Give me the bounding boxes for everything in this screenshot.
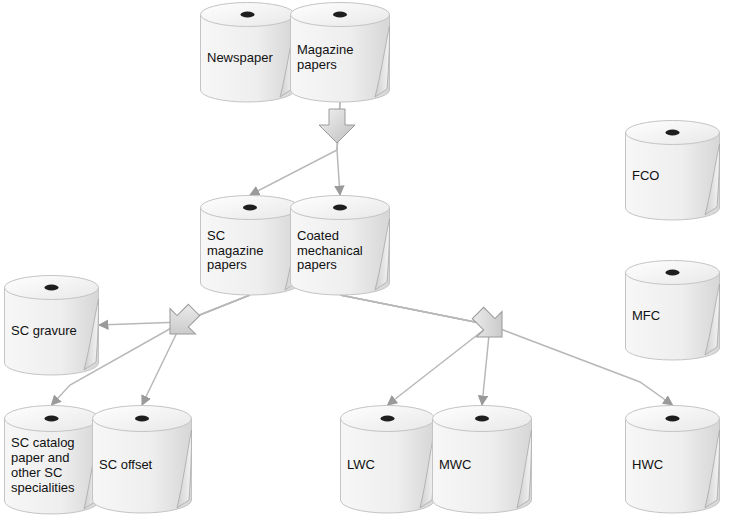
roll-top: [5, 406, 99, 432]
flow-connector: [340, 295, 673, 405]
roll-top: [291, 3, 390, 27]
paper-roll: SC magazine papers: [200, 195, 300, 295]
paper-roll: FCO: [625, 120, 720, 220]
roll-body: [626, 272, 720, 360]
roll-label: HWC: [632, 458, 701, 473]
block-arrow: [319, 109, 355, 143]
paper-roll: SC catalog paper and other SC specialiti…: [4, 405, 99, 514]
roll-core: [45, 285, 59, 291]
roll-label: SC gravure: [11, 324, 80, 339]
page-curl: [705, 144, 720, 215]
roll-top: [433, 406, 532, 432]
roll-core: [381, 416, 395, 422]
roll-label: Newspaper: [207, 51, 276, 66]
roll-label: SC catalog paper and other SC specialiti…: [11, 436, 80, 496]
roll-label-box: MFC: [632, 287, 701, 345]
roll-core: [475, 416, 489, 422]
roll-body: [291, 14, 390, 102]
roll-body: [433, 418, 532, 513]
roll-label-box: MWC: [439, 434, 513, 497]
roll-label-box: Magazine papers: [297, 29, 371, 87]
roll-label: Magazine papers: [297, 43, 371, 73]
page-curl: [375, 26, 390, 97]
roll-label-box: Newspaper: [207, 29, 276, 87]
paper-roll: MFC: [625, 260, 720, 360]
block-arrow-shape: [157, 297, 206, 346]
roll-label-box: LWC: [347, 434, 416, 497]
roll-label: SC magazine papers: [207, 229, 281, 274]
roll-top: [5, 276, 99, 300]
block-arrow-shape: [465, 300, 514, 349]
paper-roll: Coated mechanical papers: [290, 195, 390, 295]
roll-core: [666, 270, 680, 276]
flow-connector: [142, 295, 250, 405]
roll-label: FCO: [632, 169, 701, 184]
roll-body: [93, 418, 192, 513]
roll-top: [201, 3, 295, 27]
roll-top: [201, 196, 300, 220]
block-arrow: [465, 300, 514, 349]
roll-body: [201, 207, 300, 295]
roll-top: [93, 406, 192, 432]
roll-label: Coated mechanical papers: [297, 229, 371, 274]
page-curl: [375, 219, 390, 290]
roll-core: [333, 205, 347, 211]
roll-core: [241, 12, 255, 18]
roll-body: [626, 132, 720, 220]
roll-core: [45, 416, 59, 422]
roll-label-box: SC catalog paper and other SC specialiti…: [11, 434, 80, 498]
page-curl: [517, 430, 532, 508]
roll-label-box: FCO: [632, 147, 701, 205]
roll-top: [626, 406, 720, 432]
paper-roll: Magazine papers: [290, 2, 390, 102]
roll-core: [135, 416, 149, 422]
roll-body: [626, 418, 720, 513]
paper-roll: HWC: [625, 405, 720, 513]
roll-core: [333, 12, 347, 18]
page-curl: [177, 430, 192, 508]
roll-top: [626, 261, 720, 285]
roll-core: [243, 205, 257, 211]
roll-body: [291, 207, 390, 295]
roll-body: [341, 418, 435, 513]
roll-label: MWC: [439, 458, 513, 473]
flow-connector: [250, 102, 340, 195]
paper-roll: LWC: [340, 405, 435, 513]
roll-core: [666, 416, 680, 422]
block-arrow-shape: [319, 109, 355, 143]
roll-core: [666, 130, 680, 136]
paper-roll: SC gravure: [4, 275, 99, 375]
roll-label-box: SC magazine papers: [207, 222, 281, 280]
roll-label-box: SC gravure: [11, 302, 80, 360]
roll-label: SC offset: [99, 458, 173, 473]
roll-top: [341, 406, 435, 432]
roll-label: MFC: [632, 309, 701, 324]
roll-body: [5, 418, 99, 514]
roll-top: [626, 121, 720, 145]
roll-label: LWC: [347, 458, 416, 473]
roll-top: [291, 196, 390, 220]
roll-label-box: SC offset: [99, 434, 173, 497]
page-curl: [705, 284, 720, 355]
roll-body: [5, 287, 99, 375]
roll-label-box: Coated mechanical papers: [297, 222, 371, 280]
paper-roll: SC offset: [92, 405, 192, 513]
paper-roll: Newspaper: [200, 2, 295, 102]
roll-label-box: HWC: [632, 434, 701, 497]
flow-connector: [340, 295, 490, 405]
page-curl: [705, 430, 720, 508]
page-curl: [84, 299, 99, 370]
block-arrow: [157, 297, 206, 346]
roll-body: [201, 14, 295, 102]
flow-connector: [340, 295, 490, 405]
paper-roll: MWC: [432, 405, 532, 513]
